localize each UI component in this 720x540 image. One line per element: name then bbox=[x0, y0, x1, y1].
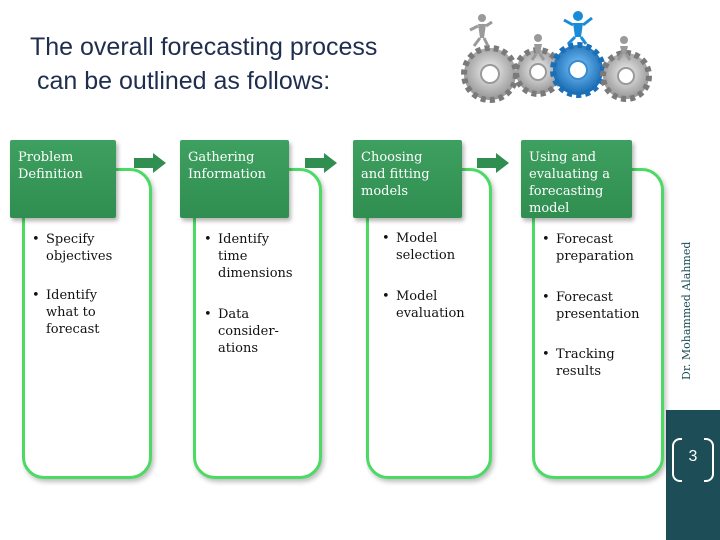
bullet-item: Identify what to forecast bbox=[28, 287, 138, 338]
title-line-2: can be outlined as follows: bbox=[30, 64, 450, 98]
bullet-item: Model selection bbox=[378, 230, 488, 264]
right-arrow-icon bbox=[133, 152, 167, 174]
bullet-item: Specify objectives bbox=[28, 231, 138, 265]
bullet-item: Forecast preparation bbox=[538, 231, 658, 265]
step-3-heading-text: Choosing and fitting models bbox=[361, 149, 462, 200]
gears-people-image bbox=[452, 4, 664, 134]
bullet-item: Data consider- ations bbox=[200, 306, 310, 357]
step-2-heading: Gathering Information bbox=[180, 140, 289, 218]
page-number-box: 3 bbox=[670, 438, 716, 480]
slide-title: The overall forecasting process can be o… bbox=[30, 30, 450, 98]
author-text: Dr. Mohammed Alahmed bbox=[680, 242, 693, 380]
bullet-item: Model evaluation bbox=[378, 288, 488, 322]
step-3-bullets: Model selection Model evaluation bbox=[378, 230, 488, 322]
right-arrow-icon bbox=[476, 152, 510, 174]
step-1-bullets: Specify objectives Identify what to fore… bbox=[28, 231, 138, 338]
title-line-1: The overall forecasting process bbox=[30, 33, 377, 61]
right-arrow-icon bbox=[304, 152, 338, 174]
page-number: 3 bbox=[670, 448, 716, 466]
step-1-heading: Problem Definition bbox=[10, 140, 116, 218]
sidebar-white-area bbox=[666, 0, 720, 410]
step-2-bullets: Identify time dimensions Data consider- … bbox=[200, 231, 310, 357]
step-2-heading-text: Gathering Information bbox=[188, 149, 289, 183]
step-4-heading-text: Using and evaluating a forecasting model bbox=[529, 149, 632, 217]
step-4-heading: Using and evaluating a forecasting model bbox=[521, 140, 632, 218]
gear-blue bbox=[553, 45, 603, 95]
bullet-item: Identify time dimensions bbox=[200, 231, 310, 282]
step-4-bullets: Forecast preparation Forecast presentati… bbox=[538, 231, 658, 380]
bullet-item: Forecast presentation bbox=[538, 289, 658, 323]
gear-left bbox=[464, 48, 516, 100]
gear-right bbox=[603, 53, 649, 99]
step-1-heading-text: Problem Definition bbox=[18, 149, 116, 183]
bullet-item: Tracking results bbox=[538, 346, 658, 380]
step-3-heading: Choosing and fitting models bbox=[353, 140, 462, 218]
